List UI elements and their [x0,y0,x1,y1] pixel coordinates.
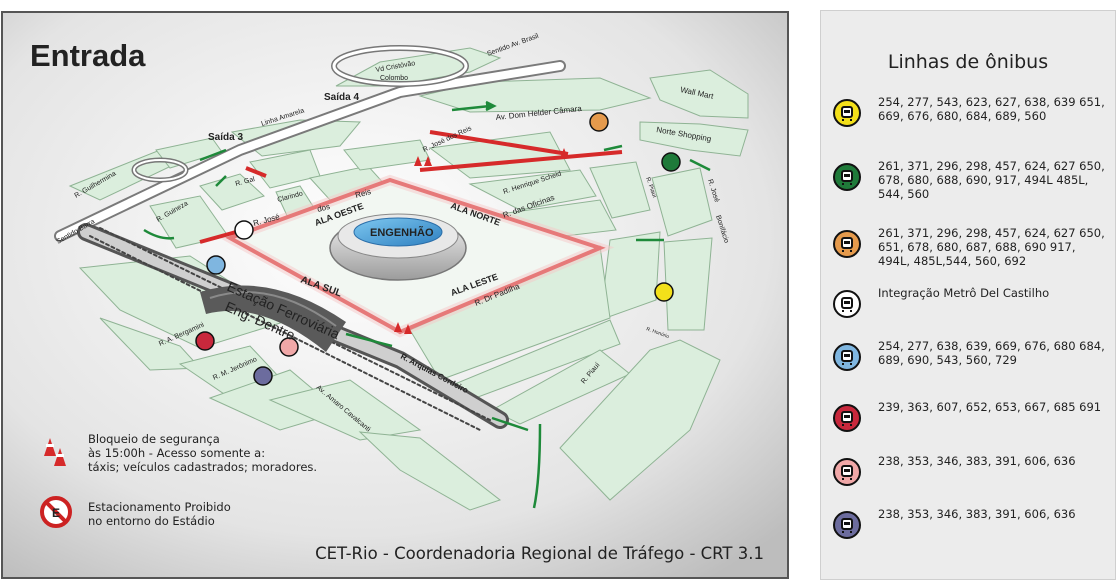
security-block-legend: Bloqueio de segurança às 15:00h - Acesso… [88,432,318,474]
bus-line-row: 254, 277, 638, 639, 669, 676, 680 684, 6… [833,339,1113,379]
bus-line-row: 254, 277, 543, 623, 627, 638, 639 651, 6… [833,95,1113,135]
bus-icon [833,163,861,191]
roads [54,45,566,431]
bus-icon [833,230,861,258]
security-cones [394,148,568,334]
cone-legend-icon [44,438,66,466]
street-jose-dos-reis-mid-2: dos [316,202,331,214]
bus-line-numbers: 254, 277, 638, 639, 669, 676, 680 684, 6… [878,339,1105,367]
bus-line-row: 238, 353, 346, 383, 391, 606, 636 [833,507,1113,547]
bus-icon [833,343,861,371]
bus-line-numbers: 238, 353, 346, 383, 391, 606, 636 [878,454,1076,468]
street-jose-dos-reis-mid-3: Reis [354,187,372,200]
bus-stop-pink [279,337,299,357]
bus-line-row: 239, 363, 607, 652, 653, 667, 685 691 [833,400,1113,440]
bus-line-numbers: 261, 371, 296, 298, 457, 624, 627 650, 6… [878,226,1105,268]
bus-icon [833,99,861,127]
exit-3-label: Saída 3 [208,132,243,143]
bus-line-numbers: Integração Metrô Del Castilho [878,286,1050,300]
map-panel: ENGENHÃO ALA OESTE ALA NORTE ALA SUL ALA… [1,11,789,579]
stadium-label: ENGENHÃO [370,226,434,239]
stadium [329,213,467,281]
train-station [200,285,346,352]
bus-lines-panel: Linhas de ônibus 254, 277, 543, 623, 627… [820,10,1116,580]
bus-stop-metro [234,220,254,240]
exit-4-label: Saída 4 [324,92,359,103]
traffic-arrows [143,100,711,509]
bus-stop-purple [253,366,273,386]
map-title: Entrada [30,38,146,73]
svg-text:E: E [52,506,60,520]
bus-line-numbers: 254, 277, 543, 623, 627, 638, 639 651, 6… [878,95,1105,123]
bus-line-numbers: 261, 371, 296, 298, 457, 624, 627 650, 6… [878,159,1105,201]
bus-stop-green [661,152,681,172]
street-colombo: Colombo [380,75,408,82]
bus-stop-blue [206,255,226,275]
bus-stop-red [195,331,215,351]
bus-line-numbers: 239, 363, 607, 652, 653, 667, 685 691 [878,400,1102,414]
bus-stop-orange [589,112,609,132]
bus-icon [833,511,861,539]
bus-icon [833,458,861,486]
bus-line-row: 261, 371, 296, 298, 457, 624, 627 650, 6… [833,226,1113,268]
bus-lines-title: Linhas de ônibus [887,51,1049,73]
bus-icon [833,290,861,318]
no-parking-icon: E [40,496,72,528]
bus-line-row: 261, 371, 296, 298, 457, 624, 627 650, 6… [833,159,1113,201]
bus-icon [833,404,861,432]
credit-footer: CET-Rio - Coordenadoria Regional de Tráf… [315,544,764,563]
bus-stop-markers [195,112,681,386]
map-svg: ENGENHÃO ALA OESTE ALA NORTE ALA SUL ALA… [1,11,789,579]
no-parking-legend: Estacionamento Proibido no entorno do Es… [88,500,231,528]
bus-line-numbers: 238, 353, 346, 383, 391, 606, 636 [878,507,1076,521]
bus-stop-yellow [654,282,674,302]
bus-line-row: 238, 353, 346, 383, 391, 606, 636 [833,454,1113,494]
bus-line-row: Integração Metrô Del Castilho [833,286,1113,326]
